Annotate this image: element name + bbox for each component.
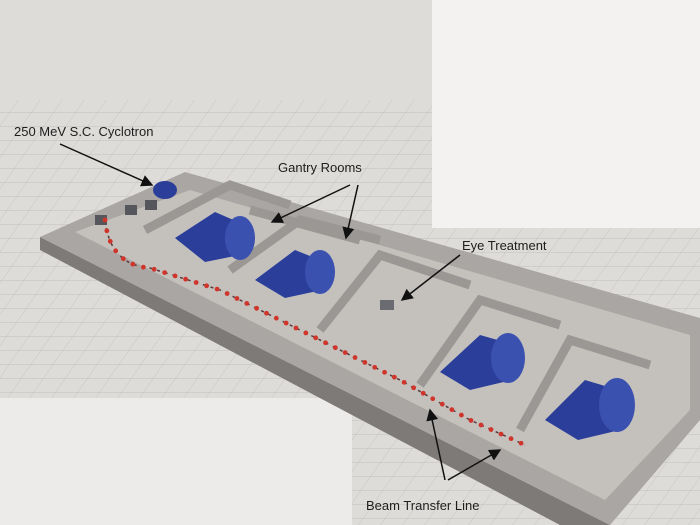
beamline-magnet (478, 422, 484, 428)
callout-arrows (59, 143, 502, 481)
beamline-magnet (193, 280, 199, 285)
beamline-magnet (264, 310, 269, 316)
beamline-magnet (313, 335, 319, 341)
gantry-1 (175, 212, 255, 262)
beamline-magnet (488, 427, 494, 432)
cyclotron-arrow (59, 143, 154, 187)
gantry-2 (255, 250, 335, 298)
beamline-magnet (362, 360, 368, 365)
beamline-magnet (430, 396, 436, 402)
beamline-magnet (449, 407, 455, 413)
beamline-magnet (411, 385, 417, 391)
beamline-magnet (293, 325, 299, 331)
beamline-magnet (183, 276, 189, 282)
beamline-magnet (352, 355, 358, 360)
beamline-magnets (102, 217, 524, 446)
beamline-magnet (382, 369, 387, 375)
beamline-magnet (104, 228, 110, 234)
beamline-magnet (518, 440, 524, 446)
beamline-magnet (162, 270, 168, 275)
beamline-magnet (323, 340, 328, 346)
paper-sheet-top-right (432, 0, 700, 228)
beamline-magnet (120, 256, 126, 262)
beam-line-arrow-1 (426, 408, 446, 481)
eye-treatment-label: Eye Treatment (462, 238, 547, 253)
eye-treatment-arrow (400, 254, 461, 301)
beamline-magnet (107, 238, 113, 244)
beam-transfer-line-label: Beam Transfer Line (366, 498, 480, 513)
beamline-magnet (204, 283, 210, 289)
beamline-magnet (372, 364, 378, 370)
beamline-magnet (172, 273, 178, 279)
beamline-magnet (459, 412, 464, 418)
beamline-magnet (254, 305, 260, 311)
beamline-magnet (283, 320, 289, 326)
cyclotron (95, 181, 177, 225)
beamline-magnet (113, 248, 119, 254)
beamline-magnet (130, 261, 136, 267)
beamline-magnet (391, 374, 397, 380)
beamline-magnet (224, 291, 230, 296)
beamline-magnet (273, 315, 279, 321)
gantry-4 (545, 378, 635, 440)
cyclotron-label: 250 MeV S.C. Cyclotron (14, 124, 154, 139)
beamline-magnet (498, 431, 504, 437)
beamline-magnet (468, 418, 474, 423)
beamline-magnet (303, 330, 309, 336)
gantry-3 (440, 333, 525, 390)
eye-treatment-station (380, 300, 394, 310)
beamline-magnet (401, 379, 407, 385)
beamline-magnet (234, 296, 240, 301)
beamline-magnet (439, 401, 445, 407)
gantry-arrow-1 (270, 184, 351, 223)
room-walls (142, 180, 652, 433)
gantry-rooms-label: Gantry Rooms (278, 160, 362, 175)
beamline-magnet (342, 350, 348, 355)
beamline-magnet (244, 301, 250, 306)
beamline-magnet (214, 286, 220, 292)
beamline-magnet (508, 436, 514, 442)
beamline-magnet (102, 217, 108, 223)
beamline-magnet (140, 264, 146, 270)
beamline-magnet (420, 390, 426, 396)
paper-sheet-bottom-left (0, 398, 352, 525)
beamline-magnet (151, 266, 157, 272)
beam-line-arrow-2 (447, 449, 502, 481)
beamline-magnet (332, 345, 338, 351)
gantry-arrow-2 (342, 184, 359, 240)
